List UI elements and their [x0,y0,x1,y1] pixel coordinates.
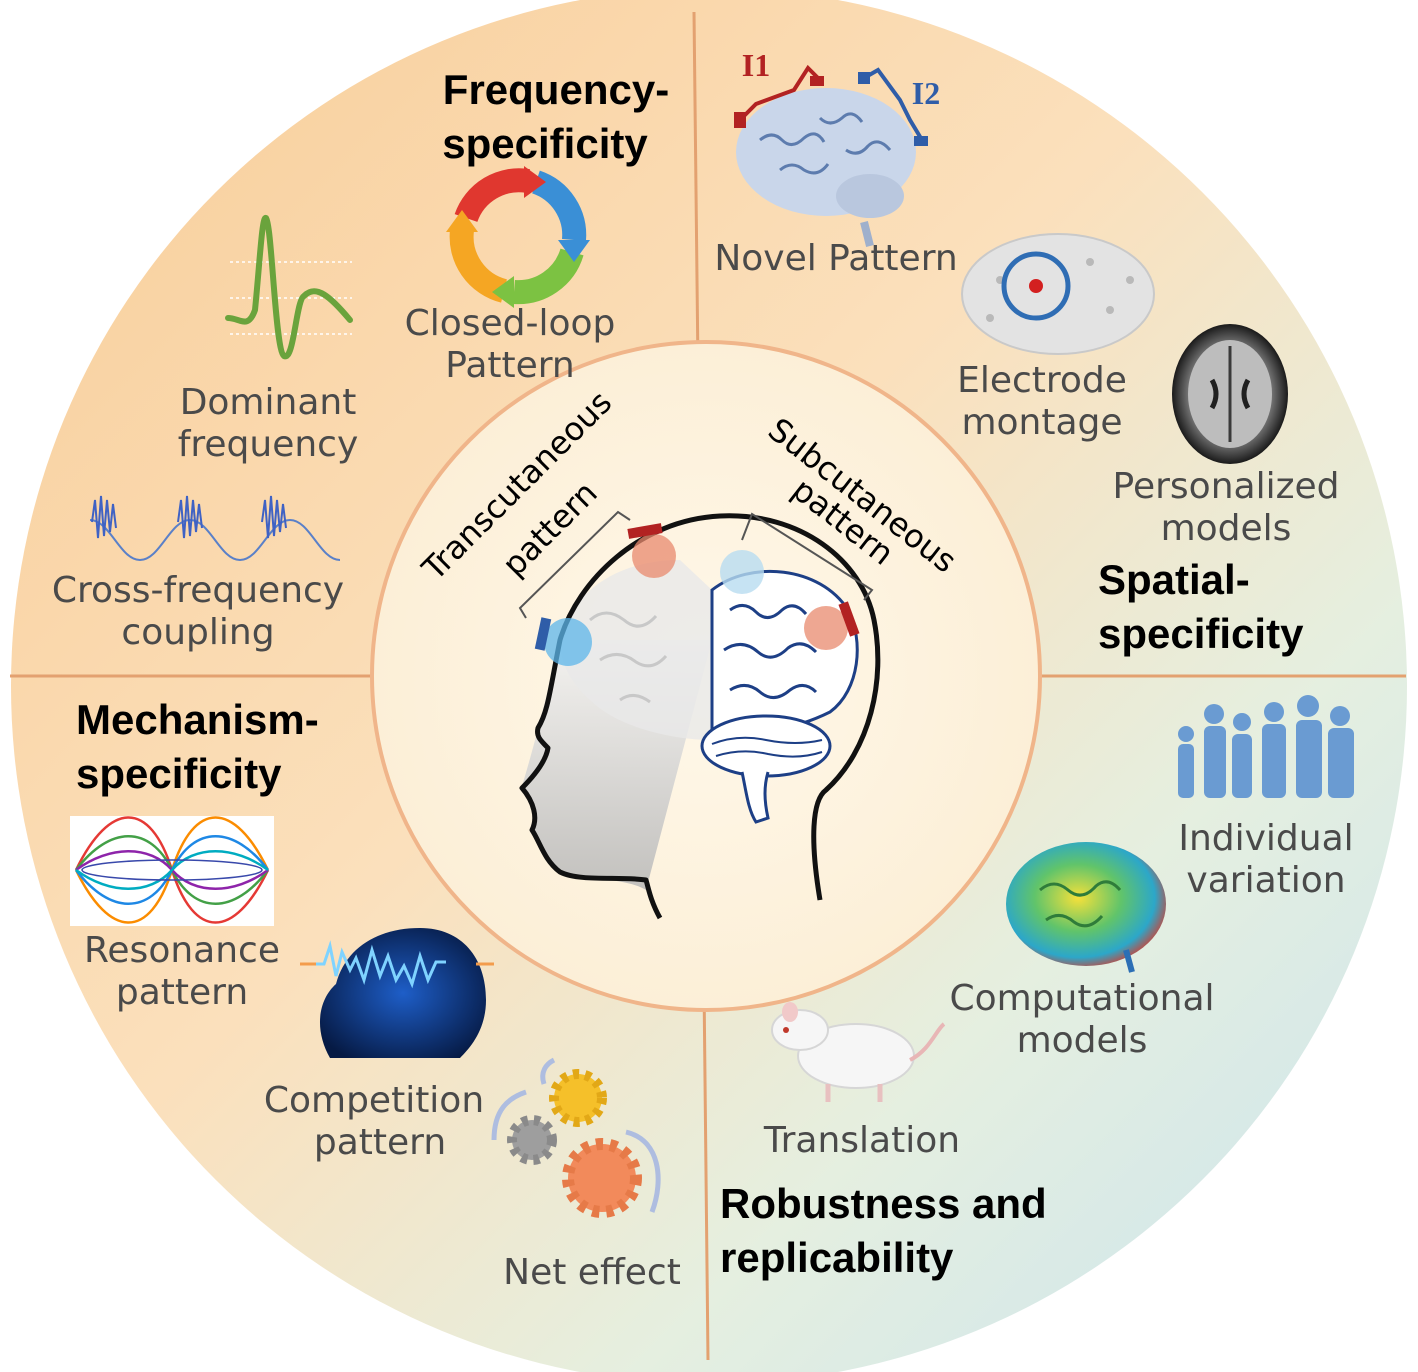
cross-frequency-icon [89,495,341,562]
robustness-title-2: replicability [720,1234,954,1281]
spatial-title-1: Spatial- [1098,556,1250,603]
dominant-frequency-label-1: Dominant [180,382,357,423]
novel-pattern-label: Novel Pattern [714,238,957,279]
translation-rat-icon [771,1002,946,1102]
frequency-title-1: Frequency- [443,66,669,113]
closed-loop-label-1: Closed-loop [405,303,616,344]
dominant-frequency-label-2: frequency [178,424,359,465]
divider-bottom [702,984,710,1361]
competition-pattern-label-2: pattern [314,1122,446,1163]
closed-loop-label-2: Pattern [445,345,575,386]
resonance-pattern-icon [70,816,274,926]
mri-slice-icon [1172,324,1288,464]
electrode-i2 [858,67,928,146]
dominant-frequency-icon [225,214,353,360]
novel-pattern-brain-icon [736,88,916,247]
cross-frequency-label-1: Cross-frequency [52,570,344,611]
robustness-title-1: Robustness and [720,1180,1047,1227]
electrode-montage-label-1: Electrode [957,360,1127,401]
individual-variation-people-icon [1178,695,1354,798]
computational-models-label-1: Computational [949,978,1214,1019]
mechanism-title-1: Mechanism- [76,696,319,743]
net-effect-gears-icon [491,1057,661,1218]
mechanism-title-2: specificity [76,750,282,797]
individual-variation-label-1: Individual [1178,818,1353,859]
cross-frequency-label-2: coupling [121,612,274,653]
spatial-title-2: specificity [1098,610,1304,657]
personalized-models-label-2: models [1161,508,1292,549]
electrode-i2-label: I2 [912,75,940,111]
resonance-pattern-label-1: Resonance [84,930,280,971]
personalized-models-label-1: Personalized [1113,466,1340,507]
translation-label: Translation [763,1120,960,1161]
electrode-montage-label-2: montage [961,402,1122,443]
frequency-title-2: specificity [442,120,648,167]
electrode-montage-icon [961,233,1155,355]
competition-pattern-label-1: Competition [264,1080,484,1121]
net-effect-label: Net effect [503,1252,681,1293]
computational-models-label-2: models [1017,1020,1148,1061]
competition-pattern-head-icon [300,928,494,1058]
closed-loop-icon [446,166,590,308]
center-head-illustration [518,510,881,920]
computational-models-brain-icon [1006,842,1166,973]
electrode-i1 [734,64,824,128]
electrode-i1-label: I1 [742,47,770,83]
divider-top [692,11,700,369]
resonance-pattern-label-2: pattern [116,972,248,1013]
individual-variation-label-2: variation [1186,860,1345,901]
